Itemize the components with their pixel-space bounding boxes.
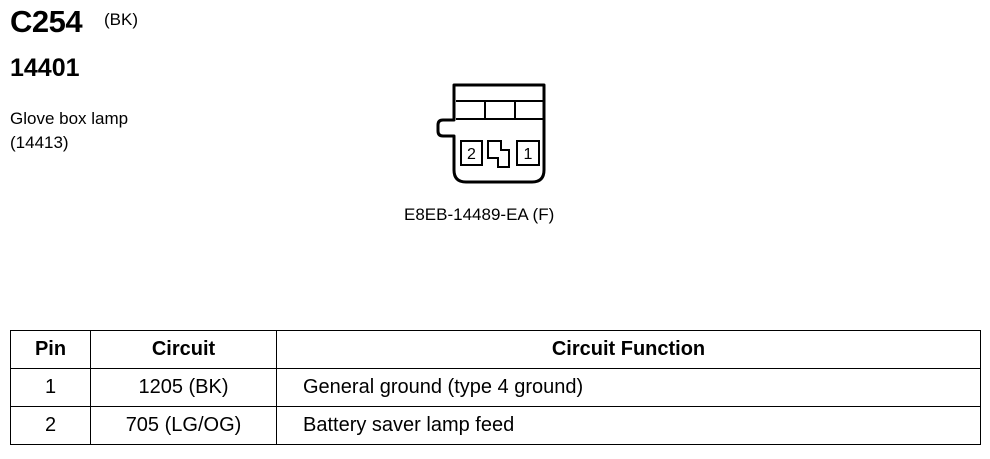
pin-table: Pin Circuit Circuit Function 1 1205 (BK)… <box>10 330 981 445</box>
part-number: 14401 <box>10 54 80 82</box>
connector-color: (BK) <box>104 10 138 29</box>
component-number: (14413) <box>10 133 69 152</box>
cell-function: Battery saver lamp feed <box>276 406 981 445</box>
table-header-row: Pin Circuit Circuit Function <box>10 330 981 369</box>
cell-pin: 1 <box>10 368 91 407</box>
cavity-2-box <box>460 140 483 166</box>
cell-function: General ground (type 4 ground) <box>276 368 981 407</box>
cell-circuit: 705 (LG/OG) <box>90 406 277 445</box>
table-row: 1 1205 (BK) General ground (type 4 groun… <box>10 368 981 407</box>
keying-feature <box>487 140 510 168</box>
connector-face-diagram: 2 1 <box>436 83 546 184</box>
header-function: Circuit Function <box>276 330 981 369</box>
table-row: 2 705 (LG/OG) Battery saver lamp feed <box>10 406 981 445</box>
component-name: Glove box lamp <box>10 109 129 128</box>
header-circuit: Circuit <box>90 330 277 369</box>
connector-part-number: E8EB-14489-EA (F) <box>404 205 555 224</box>
cell-circuit: 1205 (BK) <box>90 368 277 407</box>
cavity-1-box <box>516 140 540 166</box>
cavity-1-label: 1 <box>524 146 533 163</box>
cell-pin: 2 <box>10 406 91 445</box>
cavity-2-label: 2 <box>467 146 476 163</box>
connector-id: C254 <box>10 4 83 39</box>
header-pin: Pin <box>10 330 91 369</box>
connector-housing <box>436 83 546 184</box>
